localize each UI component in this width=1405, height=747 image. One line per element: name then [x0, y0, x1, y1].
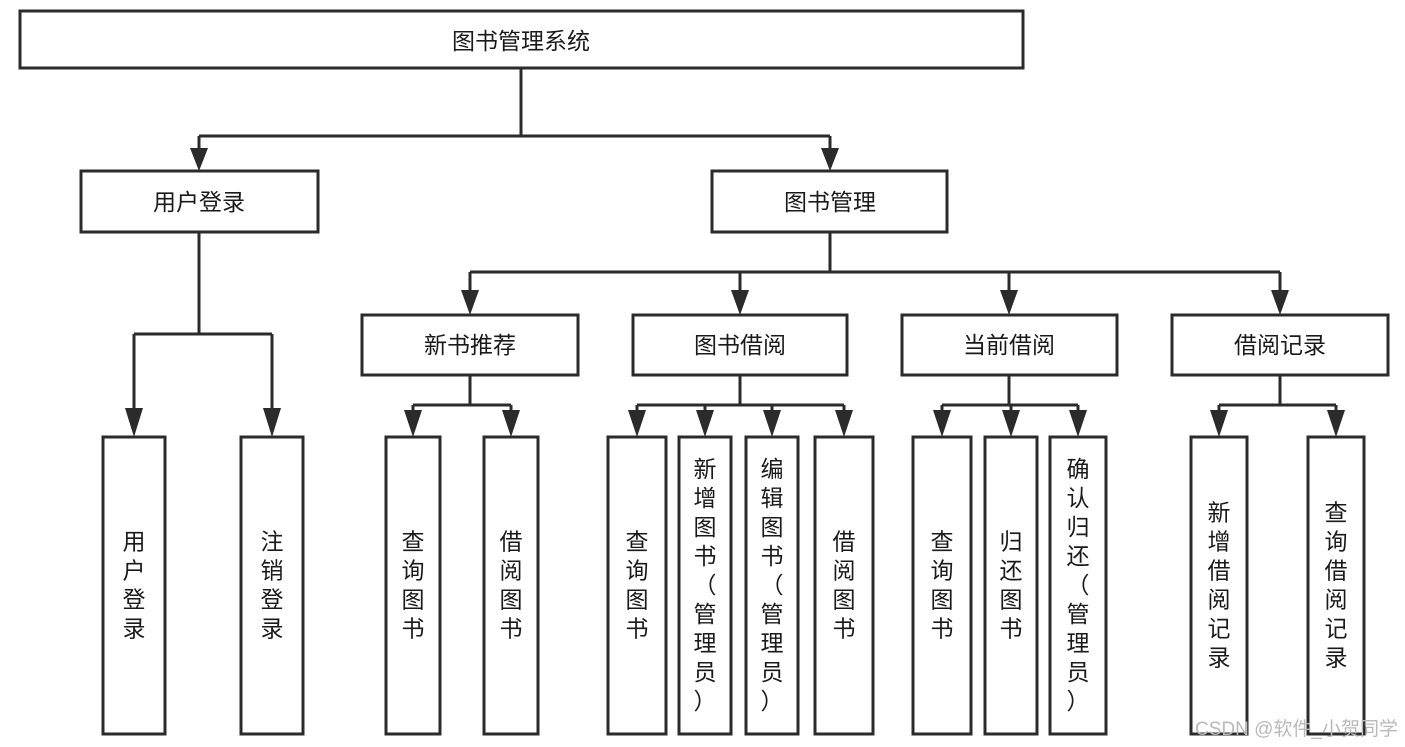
node-leaf-bb-add-book-label: 新增图书（管理员） — [694, 456, 717, 714]
node-leaf-br-query-record-label: 查询借阅记录 — [1325, 500, 1348, 671]
arrowhead-bb-borrow-book — [835, 410, 853, 437]
node-leaf-logout-box[interactable] — [239, 435, 305, 736]
node-leaf-br-query-record-box[interactable] — [1306, 435, 1366, 736]
node-leaf-user-login-box[interactable] — [101, 435, 167, 736]
node-leaf-br-add-record-box[interactable] — [1189, 435, 1249, 736]
node-leaf-cb-confirm-return-label: 确认归还（管理员） — [1067, 456, 1090, 714]
arrowhead-cb-return-book — [1002, 410, 1020, 437]
arrowhead-user-login — [190, 148, 208, 171]
node-leaf-logout-label: 注销登录 — [261, 529, 284, 642]
node-leaf-nbr-borrow-book-box[interactable] — [482, 435, 540, 736]
node-leaf-cb-confirm-return-box[interactable] — [1048, 435, 1108, 736]
node-leaf-cb-return-book-label: 归还图书 — [1000, 529, 1023, 642]
node-leaf-cb-query-book[interactable]: 查询图书 — [911, 435, 973, 736]
node-user-login-label: 用户登录 — [153, 189, 245, 215]
arrowhead-br-add-record — [1210, 410, 1228, 437]
arrowhead-bb-edit-book — [763, 410, 781, 437]
node-book-manage-label: 图书管理 — [784, 189, 876, 215]
node-leaf-nbr-query-book-box[interactable] — [384, 435, 442, 736]
node-current-borrow-box[interactable] — [900, 313, 1119, 377]
arrowhead-bb-query-book — [628, 410, 646, 437]
node-borrow-record[interactable]: 借阅记录 — [1170, 313, 1390, 377]
node-leaf-cb-query-book-box[interactable] — [911, 435, 973, 736]
node-leaf-bb-edit-book[interactable]: 编辑图书（管理员） — [744, 435, 800, 736]
node-leaf-bb-query-book-label: 查询图书 — [626, 529, 649, 642]
node-borrow-record-label: 借阅记录 — [1234, 332, 1326, 358]
connector-layer — [125, 68, 1345, 437]
node-new-book-recommend[interactable]: 新书推荐 — [360, 313, 580, 377]
arrowhead-new-book-recommend — [461, 290, 479, 315]
arrowhead-cb-query-book — [933, 410, 951, 437]
arrowhead-nbr-query-book — [404, 410, 422, 437]
node-leaf-nbr-query-book[interactable]: 查询图书 — [384, 435, 442, 736]
arrowhead-book-manage — [821, 148, 839, 171]
arrowhead-leaf-user-login — [125, 408, 143, 437]
node-book-borrow-box[interactable] — [631, 313, 849, 377]
node-new-book-recommend-label: 新书推荐 — [424, 332, 516, 358]
node-leaf-bb-borrow-book-label: 借阅图书 — [833, 529, 856, 642]
node-user-login-box[interactable] — [79, 169, 320, 234]
node-leaf-nbr-borrow-book[interactable]: 借阅图书 — [482, 435, 540, 736]
node-current-borrow-label: 当前借阅 — [963, 332, 1055, 358]
node-user-login[interactable]: 用户登录 — [79, 169, 320, 234]
node-book-borrow[interactable]: 图书借阅 — [631, 313, 849, 377]
node-leaf-br-add-record-label: 新增借阅记录 — [1208, 500, 1231, 671]
arrowhead-book-borrow — [731, 290, 749, 315]
node-leaf-bb-add-book[interactable]: 新增图书（管理员） — [677, 435, 733, 736]
node-book-borrow-label: 图书借阅 — [694, 332, 786, 358]
node-leaf-bb-borrow-book[interactable]: 借阅图书 — [813, 435, 875, 736]
arrowhead-bb-add-book — [696, 410, 714, 437]
node-root-box[interactable] — [18, 9, 1025, 70]
node-leaf-nbr-borrow-book-label: 借阅图书 — [500, 529, 523, 642]
node-leaf-bb-add-book-box[interactable] — [677, 435, 733, 736]
node-leaf-nbr-query-book-label: 查询图书 — [402, 529, 425, 642]
node-leaf-bb-edit-book-label: 编辑图书（管理员） — [761, 456, 784, 714]
node-leaf-cb-return-book-box[interactable] — [983, 435, 1039, 736]
node-leaf-cb-confirm-return[interactable]: 确认归还（管理员） — [1048, 435, 1108, 736]
watermark-text: CSDN @软件_小贺同学 — [1195, 718, 1398, 740]
node-leaf-bb-query-book-box[interactable] — [606, 435, 668, 736]
node-root[interactable]: 图书管理系统 — [18, 9, 1025, 70]
arrowhead-borrow-record — [1271, 290, 1289, 315]
node-new-book-recommend-box[interactable] — [360, 313, 580, 377]
node-leaf-bb-borrow-book-box[interactable] — [813, 435, 875, 736]
arrowhead-nbr-borrow-book — [502, 410, 520, 437]
node-leaf-cb-return-book[interactable]: 归还图书 — [983, 435, 1039, 736]
node-leaf-user-login[interactable]: 用户登录 — [101, 435, 167, 736]
arrowhead-cb-confirm-return — [1069, 410, 1087, 437]
node-leaf-br-add-record[interactable]: 新增借阅记录 — [1189, 435, 1249, 736]
node-leaf-cb-query-book-label: 查询图书 — [931, 529, 954, 642]
arrowhead-br-query-record — [1327, 410, 1345, 437]
node-leaf-br-query-record[interactable]: 查询借阅记录 — [1306, 435, 1366, 736]
arrowhead-leaf-logout — [263, 408, 281, 437]
node-leaf-bb-edit-book-box[interactable] — [744, 435, 800, 736]
node-leaf-user-login-label: 用户登录 — [123, 529, 146, 642]
node-root-label: 图书管理系统 — [452, 28, 590, 54]
node-book-manage[interactable]: 图书管理 — [710, 169, 949, 234]
node-book-manage-box[interactable] — [710, 169, 949, 234]
node-leaf-bb-query-book[interactable]: 查询图书 — [606, 435, 668, 736]
node-current-borrow[interactable]: 当前借阅 — [900, 313, 1119, 377]
node-borrow-record-box[interactable] — [1170, 313, 1390, 377]
node-leaf-logout[interactable]: 注销登录 — [239, 435, 305, 736]
arrowhead-current-borrow — [1000, 290, 1018, 315]
